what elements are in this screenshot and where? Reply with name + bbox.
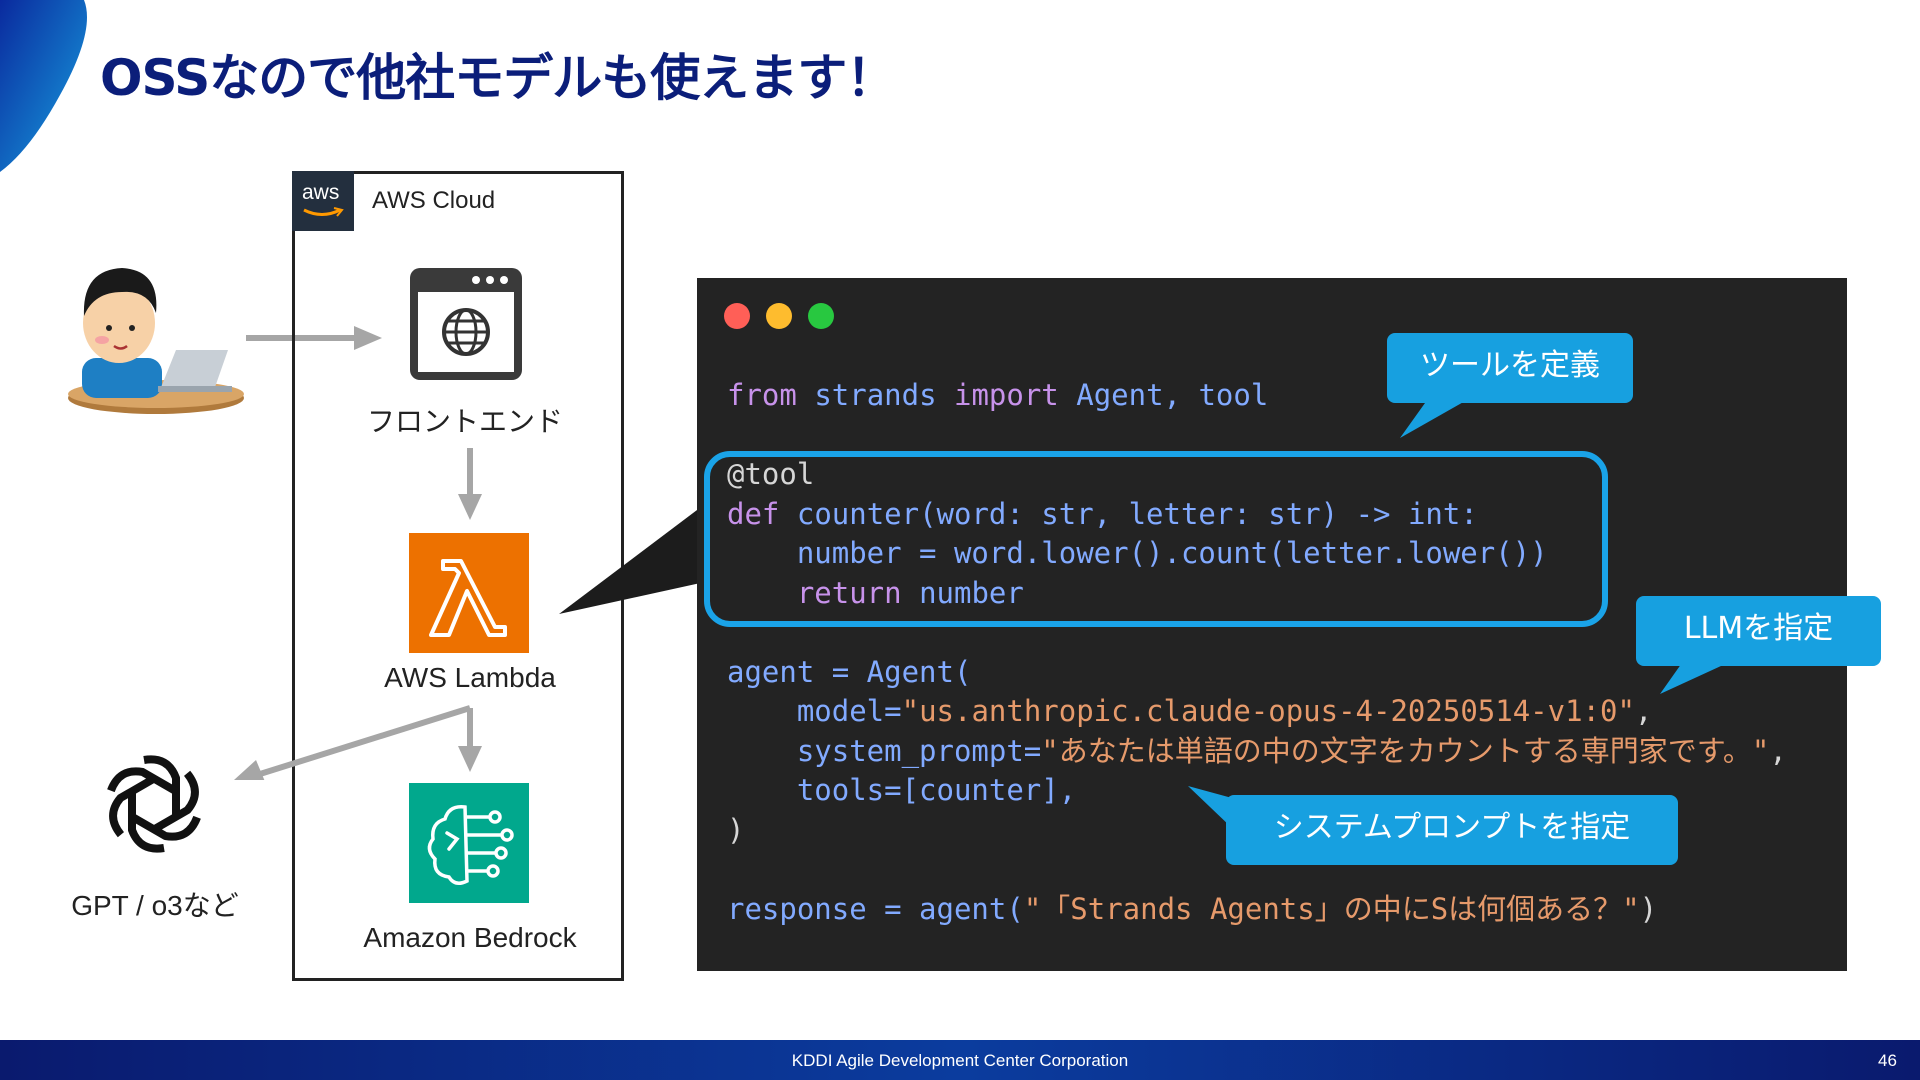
code-line-4: number = word.lower().count(letter.lower…: [727, 536, 1548, 570]
arrow-frontend-to-lambda: [458, 448, 482, 520]
amazon-bedrock-icon: [409, 783, 529, 903]
code-line-6: agent = Agent(: [727, 654, 972, 689]
code-block: from strands import Agent, tool @tool de…: [727, 376, 1787, 929]
frontend-label: フロントエンド: [366, 406, 563, 437]
code-line-9: tools=[counter],: [727, 773, 1077, 807]
callout-tail-prompt: [1188, 786, 1232, 828]
code-line-1: from strands import Agent, tool: [727, 378, 1269, 412]
window-minimize-dot: [766, 303, 792, 329]
lambda-code-pointer: [559, 504, 705, 614]
corner-decoration: [0, 0, 87, 172]
page-number: 46: [1878, 1051, 1897, 1070]
code-line-10: ): [727, 812, 745, 847]
code-line-7: model="us.anthropic.claude-opus-4-202505…: [727, 694, 1653, 728]
footer-company: KDDI Agile Development Center Corporatio…: [791, 1051, 1129, 1070]
code-line-8: system_prompt="あなたは単語の中の文字をカウントする専門家です。"…: [727, 733, 1787, 768]
aws-lambda-icon: [409, 533, 529, 653]
callout-tail-tool: [1400, 396, 1474, 438]
callout-specify-prompt: システムプロンプトを指定: [1226, 795, 1678, 865]
slide-title: OSSなので他社モデルも使えます！: [100, 49, 896, 107]
window-maximize-dot: [808, 303, 834, 329]
lambda-label: AWS Lambda: [384, 662, 556, 693]
code-line-3: def counter(word: str, letter: str) -> i…: [727, 496, 1478, 531]
user-at-laptop-icon: [68, 268, 244, 414]
code-line-11: response = agent("「Strands Agents」の中にSは何…: [727, 891, 1658, 926]
arrows-lambda-to-models: [234, 705, 482, 780]
arrow-user-to-frontend: [246, 326, 382, 350]
aws-cloud-label: AWS Cloud: [372, 187, 496, 214]
gpt-label: GPT / o3など: [71, 890, 239, 921]
aws-logo: aws: [292, 171, 354, 231]
window-close-dot: [724, 303, 750, 329]
footer-bar: [0, 1040, 1920, 1080]
browser-globe-icon: [410, 268, 522, 380]
tool-definition-highlight: [704, 451, 1608, 627]
code-line-5: return number: [796, 575, 1024, 610]
bedrock-label: Amazon Bedrock: [363, 922, 577, 953]
openai-logo-icon: [107, 755, 201, 853]
callout-specify-llm: LLMを指定: [1636, 596, 1881, 666]
callout-define-tool: ツールを定義: [1387, 333, 1633, 403]
callout-tail-llm: [1660, 660, 1734, 694]
code-line-2: @tool: [727, 457, 815, 491]
